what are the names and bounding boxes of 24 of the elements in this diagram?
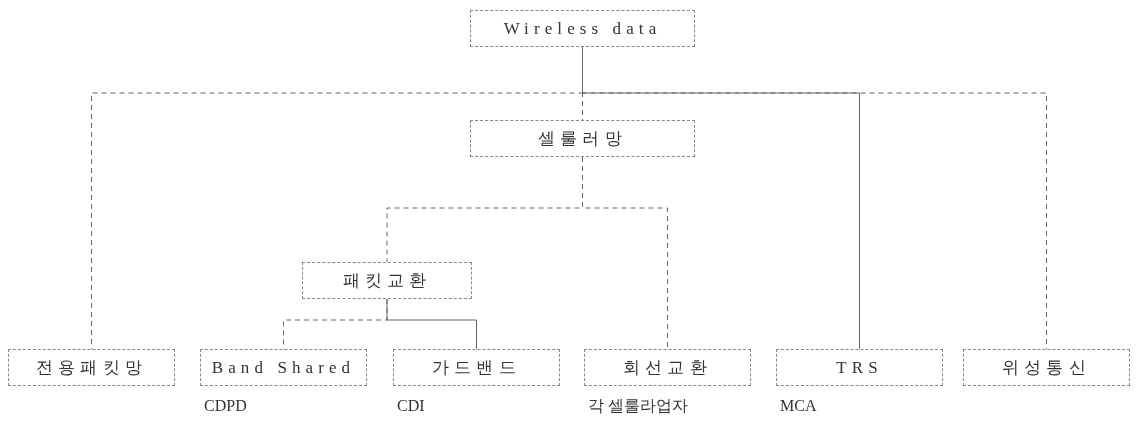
category-label: 회선교환 bbox=[623, 356, 712, 379]
category-label: 패킷교환 bbox=[342, 269, 432, 292]
category-box bbox=[200, 349, 367, 386]
example-label: 각 셀룰라업자 bbox=[588, 396, 689, 416]
example-label: MCA bbox=[780, 396, 818, 416]
category-box bbox=[584, 349, 751, 386]
example-label: CDI bbox=[397, 396, 426, 416]
category-box bbox=[8, 349, 175, 386]
category-label: Wireless data bbox=[503, 17, 662, 40]
example-label: CDPD bbox=[204, 396, 248, 416]
category-box bbox=[302, 262, 472, 299]
category-box bbox=[963, 349, 1130, 386]
category-label: 위성통신 bbox=[1002, 356, 1091, 379]
category-label: 전용패킷망 bbox=[36, 356, 147, 379]
category-label: TRS bbox=[836, 356, 883, 379]
category-box bbox=[470, 10, 695, 47]
category-label: 셀룰러망 bbox=[538, 127, 627, 150]
category-box bbox=[393, 349, 560, 386]
category-label: Band Shared bbox=[211, 356, 356, 379]
connector-line bbox=[386, 298, 477, 350]
category-label: 가드밴드 bbox=[432, 356, 521, 379]
category-box bbox=[776, 349, 943, 386]
category-box bbox=[470, 120, 695, 157]
connector-line bbox=[582, 156, 668, 350]
